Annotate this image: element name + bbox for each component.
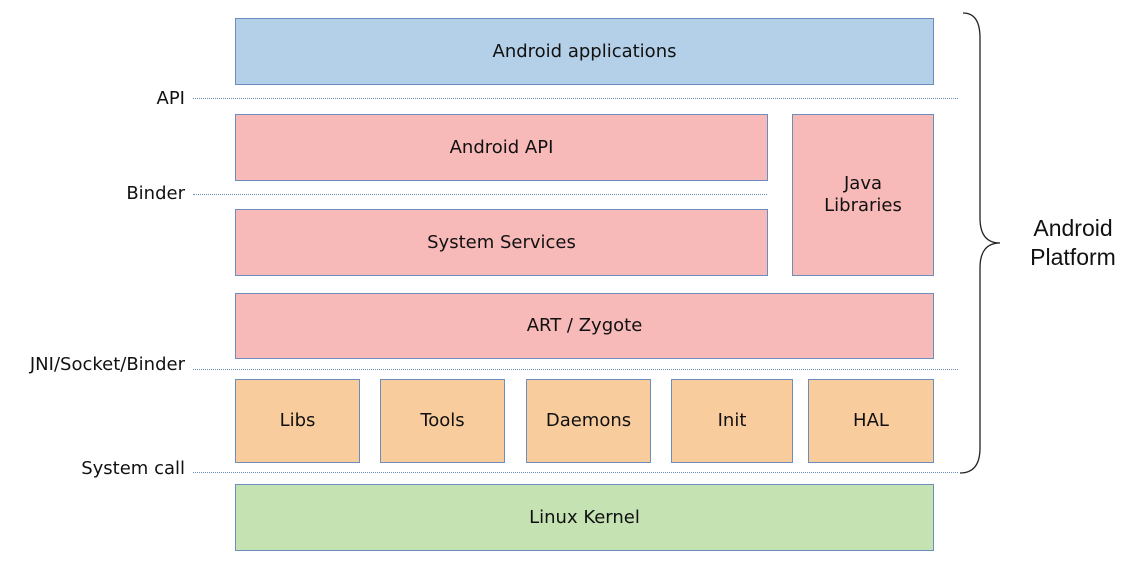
syscall-label: System call	[81, 458, 185, 479]
init-box: Init	[671, 379, 793, 463]
system-services-box: System Services	[235, 209, 768, 276]
hal-box: HAL	[808, 379, 934, 463]
platform-brace	[959, 12, 1001, 474]
api-boundary-line	[193, 98, 958, 99]
jni-boundary-line	[193, 369, 958, 370]
libs-box: Libs	[235, 379, 360, 463]
api-label: API	[156, 88, 185, 109]
android-api-box: Android API	[235, 114, 768, 181]
binder-boundary-line	[193, 194, 767, 195]
android-platform-label: Android Platform	[1030, 215, 1116, 270]
tools-box: Tools	[380, 379, 505, 463]
binder-label: Binder	[126, 183, 185, 204]
android-applications-box: Android applications	[235, 18, 934, 85]
java-libraries-box: Java Libraries	[792, 114, 934, 276]
jni-label: JNI/Socket/Binder	[29, 354, 185, 375]
syscall-boundary-line	[193, 472, 958, 473]
daemons-box: Daemons	[526, 379, 651, 463]
art-zygote-box: ART / Zygote	[235, 293, 934, 359]
linux-kernel-box: Linux Kernel	[235, 484, 934, 551]
